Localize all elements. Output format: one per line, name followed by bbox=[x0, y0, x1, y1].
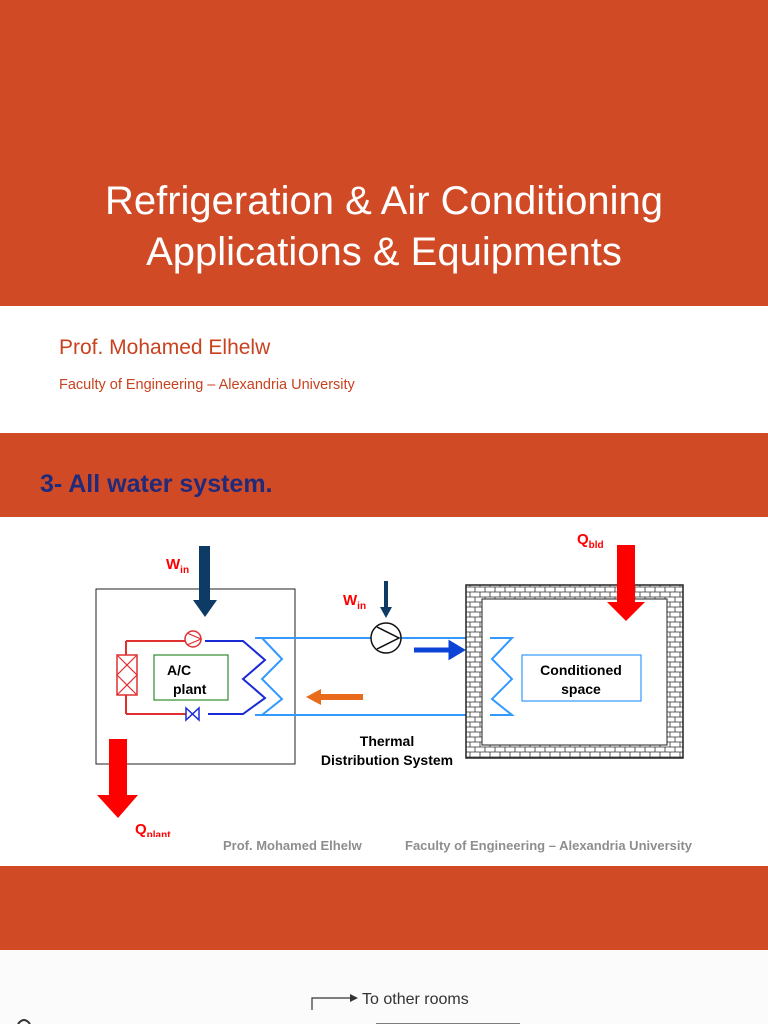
supply-flow-arrow bbox=[414, 639, 466, 661]
title-line-2: Applications & Equipments bbox=[146, 230, 622, 274]
building-coil bbox=[490, 637, 515, 716]
ac-plant-label-1: A/C bbox=[167, 662, 191, 678]
title-banner bbox=[0, 0, 768, 306]
work-input-arrow bbox=[193, 546, 217, 617]
next-slide-diagram: To other rooms bbox=[17, 991, 520, 1024]
distribution-label-1: Thermal bbox=[360, 733, 414, 749]
pipe-arrowhead bbox=[350, 994, 358, 1002]
return-flow-arrow bbox=[306, 689, 363, 705]
compressor-mark bbox=[186, 632, 203, 646]
ac-plant-box bbox=[153, 654, 229, 701]
section-heading: 3- All water system. bbox=[40, 470, 273, 498]
to-other-rooms-label: To other rooms bbox=[362, 991, 469, 1008]
plant-enclosure bbox=[95, 588, 296, 765]
section-banner bbox=[0, 433, 768, 517]
title-line-1: Refrigeration & Air Conditioning bbox=[104, 179, 664, 223]
q-plant-arrow bbox=[97, 739, 138, 818]
w-in-plant-label: Win bbox=[166, 556, 189, 576]
pipe-line bbox=[311, 997, 350, 1010]
all-water-system-diagram: A/C plant Conditioned space Thermal Dist… bbox=[95, 531, 684, 837]
expansion-cross bbox=[116, 654, 138, 696]
next-slide-banner bbox=[0, 866, 768, 950]
ac-plant-label-2: plant bbox=[173, 681, 207, 697]
pump-triangle bbox=[376, 626, 401, 650]
author-affiliation: Faculty of Engineering – Alexandria Univ… bbox=[59, 377, 355, 393]
w-in-pump-label: Win bbox=[343, 592, 366, 612]
pump-work-arrow bbox=[380, 581, 392, 618]
refrigerant-blue-lines bbox=[205, 640, 267, 715]
distribution-label-2: Distribution System bbox=[321, 752, 453, 768]
slide-title: Refrigeration & Air Conditioning Applica… bbox=[0, 176, 768, 278]
q-plant-label: Qplant bbox=[135, 821, 171, 837]
q-building-arrow bbox=[607, 545, 645, 621]
next-slide-preview: To other rooms bbox=[0, 950, 768, 1024]
conditioned-space-label-2: space bbox=[561, 681, 601, 697]
footer-affiliation: Faculty of Engineering – Alexandria Univ… bbox=[405, 838, 693, 853]
partial-shape bbox=[17, 1019, 31, 1024]
valve-icon bbox=[185, 706, 200, 722]
conditioned-space-box bbox=[521, 654, 642, 702]
conditioned-space-label-1: Conditioned bbox=[540, 662, 622, 678]
pump-icon bbox=[370, 622, 402, 654]
expansion-box bbox=[116, 654, 138, 696]
q-bld-label: Qbld bbox=[577, 531, 604, 551]
author-name: Prof. Mohamed Elhelw bbox=[59, 336, 271, 359]
footer-author: Prof. Mohamed Elhelw bbox=[223, 838, 362, 853]
